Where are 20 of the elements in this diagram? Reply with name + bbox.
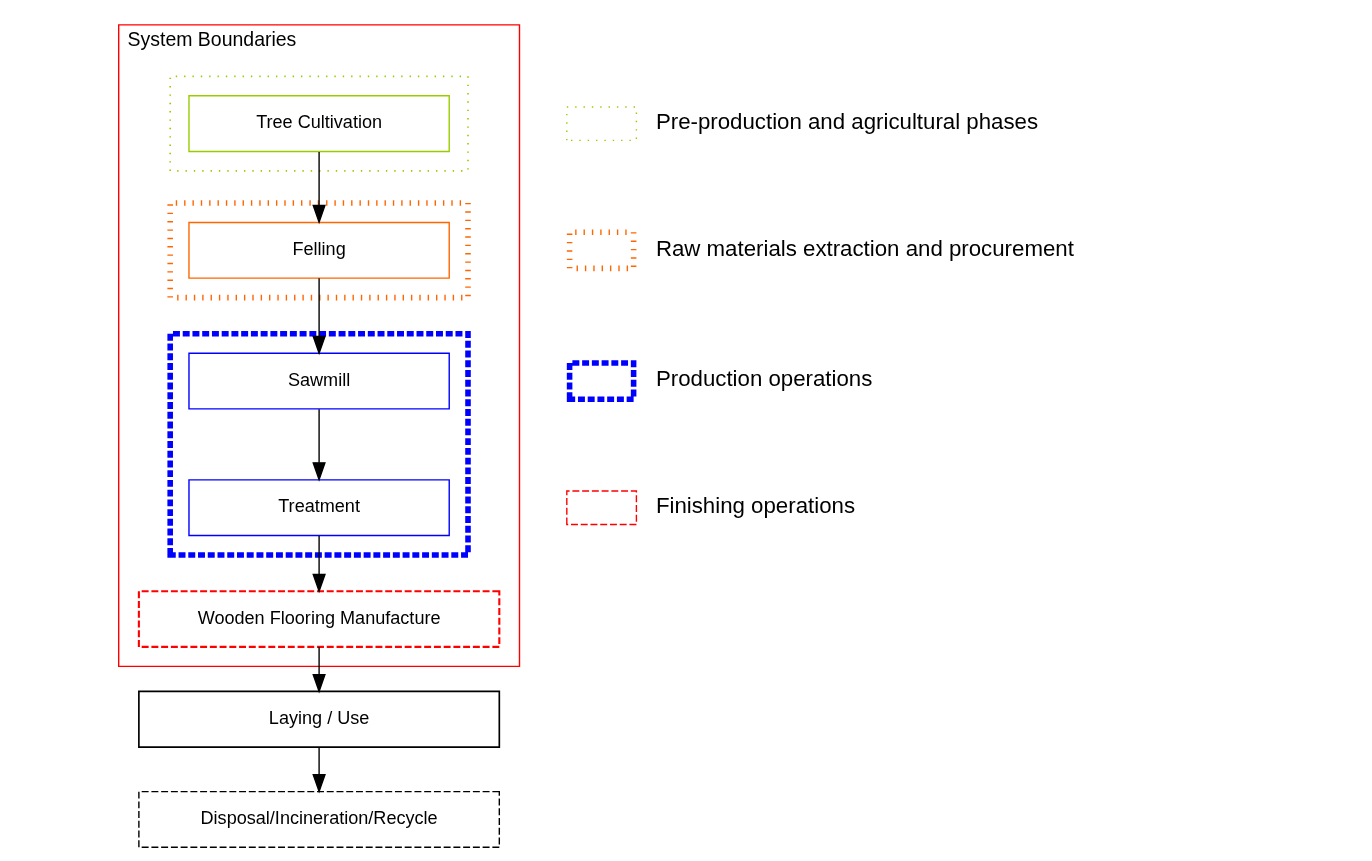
node-box: Laying / Use bbox=[137, 690, 500, 748]
legend-label: Pre-production and agricultural phases bbox=[655, 108, 1038, 134]
arrow bbox=[311, 646, 326, 694]
arrow bbox=[311, 277, 326, 356]
cluster bbox=[166, 331, 471, 558]
arrow bbox=[311, 408, 326, 482]
legend-label: Raw materials extraction and procurement bbox=[655, 235, 1074, 261]
node-box: Tree Cultivation bbox=[187, 95, 450, 153]
node-box: Sawmill bbox=[187, 352, 450, 410]
node-box: Disposal/Incineration/Recycle bbox=[137, 790, 500, 848]
arrow bbox=[311, 151, 326, 225]
arrow bbox=[311, 746, 326, 794]
node-box: Felling bbox=[187, 221, 450, 279]
node-box: Wooden Flooring Manufacture bbox=[137, 590, 500, 648]
cluster bbox=[168, 75, 469, 172]
arrow bbox=[311, 535, 326, 594]
legend-label: Finishing operations bbox=[655, 493, 855, 519]
node-box: Treatment bbox=[187, 479, 450, 537]
cluster bbox=[166, 200, 471, 301]
legend-label: Production operations bbox=[655, 366, 872, 392]
